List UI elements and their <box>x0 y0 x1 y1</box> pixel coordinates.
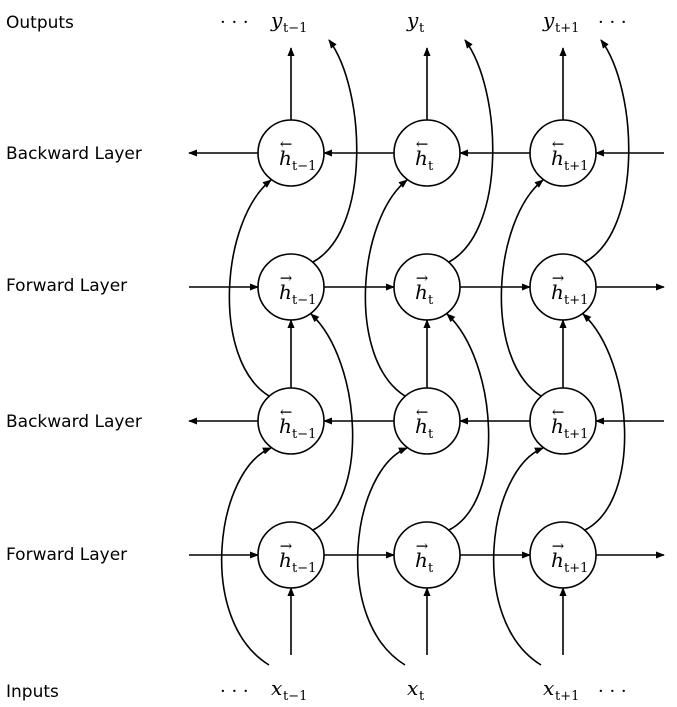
output-label-2: y <box>542 8 555 32</box>
hidden-state-symbol: h <box>551 146 564 170</box>
hidden-state-symbol: h <box>279 414 292 438</box>
backward-arrow-accent: ← <box>280 135 293 153</box>
hidden-state-subscript: t+1 <box>564 561 588 576</box>
hidden-state-subscript: t+1 <box>564 427 588 442</box>
hidden-state-subscript: t−1 <box>292 159 316 174</box>
input-left-ellipsis: · · · <box>220 681 249 702</box>
hidden-state-symbol: h <box>415 548 428 572</box>
input-label-2: x <box>543 676 554 700</box>
backward-arrow-accent: ← <box>416 403 429 421</box>
curve-layer-2-to-layer-0-col-1 <box>364 179 408 397</box>
output-label-1-subscript: t <box>419 21 425 36</box>
input-label-0: x <box>271 676 282 700</box>
hidden-state-subscript: t <box>428 293 434 308</box>
curve-layer-3-to-layer-1-col-0 <box>310 313 354 531</box>
row-label-forward-layer-bottom: Forward Layer <box>6 545 127 565</box>
hidden-state-symbol: h <box>551 414 564 438</box>
input-curve-to-layer-2-col-2 <box>492 447 544 666</box>
output-label-1: y <box>406 8 419 32</box>
curve-layer-3-to-layer-1-col-1 <box>446 313 490 531</box>
hidden-state-symbol: h <box>415 280 428 304</box>
forward-arrow-accent: → <box>552 537 565 555</box>
hidden-state-subscript: t <box>428 561 434 576</box>
backward-arrow-accent: ← <box>280 403 293 421</box>
node-backward-layer-0-col-0 <box>257 119 325 187</box>
input-label-1-subscript: t <box>419 689 425 704</box>
hidden-state-symbol: h <box>551 548 564 572</box>
hidden-state-subscript: t−1 <box>292 427 316 442</box>
backward-arrow-accent: ← <box>552 403 565 421</box>
node-forward-layer-3-col-1 <box>393 521 461 589</box>
node-forward-layer-1-col-0 <box>257 253 325 321</box>
forward-arrow-accent: → <box>416 269 429 287</box>
input-right-ellipsis: · · · <box>598 681 627 702</box>
output-label-2-subscript: t+1 <box>555 21 579 36</box>
hidden-state-symbol: h <box>415 414 428 438</box>
forward-arrow-accent: → <box>552 269 565 287</box>
row-label-forward-layer-top: Forward Layer <box>6 276 127 296</box>
hidden-state-symbol: h <box>279 280 292 304</box>
node-forward-layer-3-col-0 <box>257 521 325 589</box>
output-left-ellipsis: · · · <box>220 12 249 33</box>
row-label-outputs: Outputs <box>6 13 74 33</box>
curve-layer-2-to-layer-0-col-2 <box>500 179 544 397</box>
input-curve-to-layer-2-col-1 <box>356 447 408 666</box>
node-forward-layer-1-col-2 <box>529 253 597 321</box>
hidden-state-symbol: h <box>551 280 564 304</box>
curve-layer-3-to-layer-1-col-2 <box>582 313 626 531</box>
node-backward-layer-0-col-1 <box>393 119 461 187</box>
hidden-state-symbol: h <box>279 146 292 170</box>
hidden-state-symbol: h <box>279 548 292 572</box>
hidden-state-symbol: h <box>415 146 428 170</box>
node-backward-layer-0-col-2 <box>529 119 597 187</box>
backward-arrow-accent: ← <box>552 135 565 153</box>
curve-layer-1-to-output-col-1 <box>448 39 494 263</box>
backward-arrow-accent: ← <box>416 135 429 153</box>
curve-layer-1-to-output-col-2 <box>584 39 630 263</box>
hidden-state-subscript: t−1 <box>292 561 316 576</box>
curve-layer-1-to-output-col-0 <box>312 39 358 263</box>
row-label-backward-layer-top: Backward Layer <box>6 144 142 164</box>
hidden-state-subscript: t+1 <box>564 159 588 174</box>
hidden-state-subscript: t <box>428 427 434 442</box>
node-backward-layer-2-col-0 <box>257 387 325 455</box>
forward-arrow-accent: → <box>280 537 293 555</box>
node-backward-layer-2-col-2 <box>529 387 597 455</box>
node-forward-layer-3-col-2 <box>529 521 597 589</box>
output-right-ellipsis: · · · <box>598 12 627 33</box>
output-label-0-subscript: t−1 <box>283 21 307 36</box>
diagram-edges <box>188 39 665 666</box>
node-forward-layer-1-col-1 <box>393 253 461 321</box>
row-label-inputs: Inputs <box>6 682 59 702</box>
hidden-state-subscript: t+1 <box>564 293 588 308</box>
input-label-0-subscript: t−1 <box>283 689 307 704</box>
forward-arrow-accent: → <box>416 537 429 555</box>
forward-arrow-accent: → <box>280 269 293 287</box>
curve-layer-2-to-layer-0-col-0 <box>228 179 272 397</box>
input-label-1: x <box>407 676 418 700</box>
hidden-state-subscript: t <box>428 159 434 174</box>
output-label-0: y <box>270 8 283 32</box>
row-label-backward-layer-bottom: Backward Layer <box>6 412 142 432</box>
hidden-state-subscript: t−1 <box>292 293 316 308</box>
node-backward-layer-2-col-1 <box>393 387 461 455</box>
input-label-2-subscript: t+1 <box>555 689 579 704</box>
input-curve-to-layer-2-col-0 <box>220 447 272 666</box>
